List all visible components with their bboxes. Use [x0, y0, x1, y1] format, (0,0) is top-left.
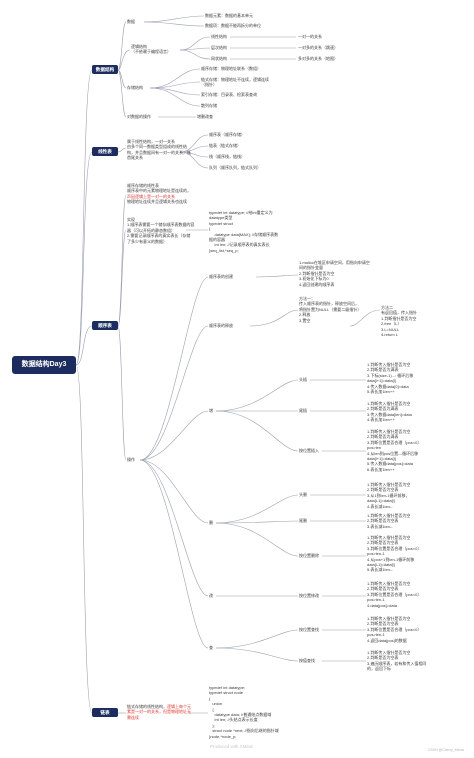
node-create[interactable]: 顺序表的创建: [209, 274, 233, 279]
node-seqlist-desc[interactable]: 顺序存储的线性表 顺序表中的元素物理地址是连续的， 声因逻辑上是一对一的关系 物…: [127, 183, 191, 205]
desc-line-c: 声因逻辑上是一对一的关系: [127, 193, 175, 199]
node-pos-find[interactable]: 按位置查找: [299, 627, 319, 632]
main-topic-data-structure[interactable]: 数据结构: [92, 65, 118, 74]
linklist-desc-a: 链式存储的线性结构，: [127, 704, 167, 709]
node-tail-insert[interactable]: 尾插: [299, 408, 307, 413]
node-pos-delete-steps[interactable]: 1.判断传入指针是否为空 2.判断是否为空表 3.判断位置是否合理（pos<0）…: [367, 535, 422, 573]
node-tail-delete-steps[interactable]: 1.判断传入指针是否为空 2.判断是否为空表 3.表长减1len--: [367, 513, 411, 529]
node-free-method-a[interactable]: 方法一： 传入顺序表的指针，释放空间后， 将指针置为NULL（需要二级指针） 2…: [299, 296, 362, 323]
node-linear-list-desc[interactable]: 属于线性结构，一对一关系 由多个同一数据类型组成的线性结 构，并且数据间有一对一…: [127, 139, 191, 161]
node-data-element[interactable]: 数据元素：数据的基本单元: [205, 13, 253, 18]
desc-line-a: 顺序存储的线性表: [127, 183, 159, 188]
node-storage-structure[interactable]: 存储结构: [127, 85, 143, 90]
node-impl[interactable]: 实现 1.顺序表需要一个储存顺序表数据的容 器（可以开拓的静态数组） 2.需要记…: [127, 217, 195, 244]
node-tree-desc[interactable]: 一对多的关系（跳速）: [298, 45, 338, 50]
node-value-find[interactable]: 按值查找: [299, 658, 315, 663]
node-data[interactable]: 数据: [127, 19, 135, 24]
root-topic[interactable]: 数据结构Day3: [12, 356, 76, 374]
node-operations-desc[interactable]: 增删改查: [197, 114, 213, 119]
node-index-storage[interactable]: 索引存储：目录表、检索表查询: [201, 92, 257, 97]
node-seqlist[interactable]: 顺序表（顺序存储）: [209, 132, 245, 137]
node-head-insert[interactable]: 头插: [299, 377, 307, 382]
node-pos-insert-steps[interactable]: 1.判断传入指针是否为空 2.判断是否为满表 3.判断位置是否合理（pos<0）…: [367, 429, 422, 472]
node-logic-structure[interactable]: 逻辑结构 （不依赖于编程语言）: [131, 44, 171, 55]
node-create-steps[interactable]: 1.malloc在堆区申请空间，用指向申请空 间的指针变量 2.判断指针是否为空…: [299, 260, 370, 287]
main-topic-linear-list[interactable]: 线性表: [92, 147, 118, 156]
node-value-find-steps[interactable]: 1.判断传入指针是否为空 2.判断是否为空表 3.遍历顺序表，若有和传入值相同 …: [367, 650, 427, 672]
desc-line-d: 物理地址连续并且逻辑关系也连续: [127, 199, 187, 205]
node-net-structure[interactable]: 网状结构: [211, 56, 227, 61]
node-struct-code[interactable]: typedef int datatype; //给int重定义为 datatyp…: [209, 210, 279, 253]
node-add[interactable]: 增: [209, 408, 213, 413]
node-linklist-code[interactable]: typedef int datatype; typedef struct nod…: [209, 685, 279, 739]
node-linklist-desc[interactable]: 链式存储的线性结构，逻辑上每个元 素是一对一的关系，但是物理地址无 需连续: [127, 704, 191, 720]
node-find[interactable]: 查: [209, 645, 213, 650]
node-data-item[interactable]: 数据项：数据不能再拆分的单位: [205, 23, 261, 28]
node-linear-structure[interactable]: 线性结构: [211, 34, 227, 39]
node-operations[interactable]: 对数据的操作: [127, 114, 151, 119]
node-pos-modify-steps[interactable]: 1.判断传入指针是否为空 2.判断是否为空表 3.判断位置是否合理（pos<0）…: [367, 581, 422, 608]
node-pos-delete[interactable]: 按位置删除: [299, 553, 319, 558]
xmind-watermark: Produced with XMind: [210, 744, 253, 749]
desc-line-b: 顺序表中的元素物理地址是连续的，: [127, 188, 191, 194]
node-tail-delete[interactable]: 尾删: [299, 518, 307, 523]
node-stack[interactable]: 栈（顺序栈，链栈）: [209, 154, 245, 159]
node-pos-insert[interactable]: 按位置插入: [299, 448, 319, 453]
main-topic-sequence-list[interactable]: 顺序表: [92, 321, 118, 330]
node-head-delete[interactable]: 头删: [299, 492, 307, 497]
node-modify[interactable]: 改: [209, 593, 213, 598]
node-free[interactable]: 顺序表的释放: [209, 323, 233, 328]
node-ops[interactable]: 操作: [127, 457, 135, 462]
node-net-desc[interactable]: 多对多的关系（地图）: [298, 56, 338, 61]
node-tree-structure[interactable]: 层次结构: [211, 45, 227, 50]
node-pos-modify[interactable]: 按位置修改: [299, 593, 319, 598]
node-delete[interactable]: 删: [209, 520, 213, 525]
node-head-insert-steps[interactable]: 1.判断传入指针是否为空 2.判断是否为满表 3.下标(size-1)...: …: [367, 362, 414, 395]
node-linear-desc[interactable]: 一对一的关系: [298, 34, 322, 39]
main-topic-linked-list[interactable]: 链表: [92, 708, 118, 717]
linklist-desc-b: 逻辑上每个元 素是一对一的关系，但是物理地址无 需连续: [127, 704, 191, 720]
node-free-method-b[interactable]: 方法二 有返回值，传入指针 1.判断指针是否为空 2.free（L） 3.L=N…: [381, 305, 417, 338]
node-queue[interactable]: 队列（顺序队列，链式队列）: [209, 165, 261, 170]
node-pos-find-steps[interactable]: 1.判断传入指针是否为空 2.判断是否为空表 3.判断位置是否合理（pos<0）…: [367, 616, 422, 643]
node-head-delete-steps[interactable]: 1.判断传入指针是否为空 2.判断是否为空表 3.从1到len-1循环前移， d…: [367, 482, 411, 509]
node-linklist[interactable]: 链表（链式存储）: [209, 143, 241, 148]
node-tail-insert-steps[interactable]: 1.判断传入指针是否为空 2.判断是否为满表 3.传入数据data[len]=d…: [367, 401, 412, 423]
node-seq-storage[interactable]: 顺序存储：物理地址联系（数组）: [201, 66, 261, 71]
node-hash-storage[interactable]: 散列存储: [201, 103, 217, 108]
corner-credit: CSDN @Cherry_Meow: [427, 748, 464, 752]
node-link-storage[interactable]: 链式存储：物理地址不连续，逻辑连续 （指针）: [201, 77, 269, 88]
